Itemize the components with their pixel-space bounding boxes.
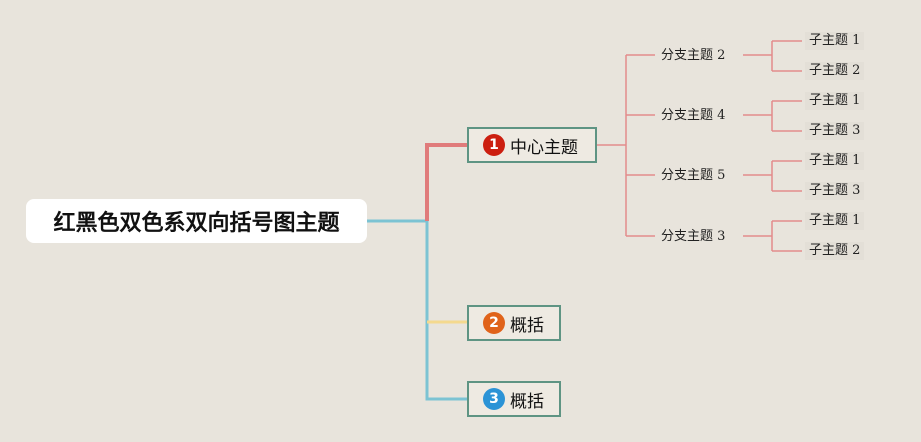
priority-3-icon: 3 <box>483 388 505 410</box>
root-topic[interactable]: 红黑色双色系双向括号图主题 <box>26 199 367 243</box>
branch-topic[interactable]: 分支主题 3 <box>661 229 726 244</box>
sub-topic[interactable]: 子主题 1 <box>805 212 865 230</box>
sub-bracket-4 <box>743 220 802 252</box>
priority-2-icon: 2 <box>483 312 505 334</box>
trunk-to-topic1-line <box>425 143 467 221</box>
sub-topic[interactable]: 子主题 2 <box>805 242 865 260</box>
main-topic-1[interactable]: 1 中心主题 <box>467 127 597 163</box>
branch-topic[interactable]: 分支主题 2 <box>661 48 726 63</box>
sub-bracket-3 <box>743 160 802 192</box>
main-topic-3[interactable]: 3 概括 <box>467 381 561 417</box>
sub-topic[interactable]: 子主题 3 <box>805 182 865 200</box>
branch-topic[interactable]: 分支主题 5 <box>661 168 726 183</box>
trunk-to-topic3-line <box>425 221 467 401</box>
sub-topic[interactable]: 子主题 2 <box>805 62 865 80</box>
main-topic-3-label: 概括 <box>510 391 544 412</box>
sub-topic[interactable]: 子主题 3 <box>805 122 865 140</box>
sub-topic[interactable]: 子主题 1 <box>805 32 865 50</box>
branch-topic[interactable]: 分支主题 4 <box>661 108 726 123</box>
main-topic-1-label: 中心主题 <box>510 137 578 158</box>
sub-bracket-2 <box>743 100 802 132</box>
main-topic-2-label: 概括 <box>510 315 544 336</box>
sub-topic[interactable]: 子主题 1 <box>805 152 865 170</box>
priority-1-icon: 1 <box>483 134 505 156</box>
sub-bracket-1 <box>743 40 802 72</box>
sub-topic[interactable]: 子主题 1 <box>805 92 865 110</box>
main-topic-2[interactable]: 2 概括 <box>467 305 561 341</box>
